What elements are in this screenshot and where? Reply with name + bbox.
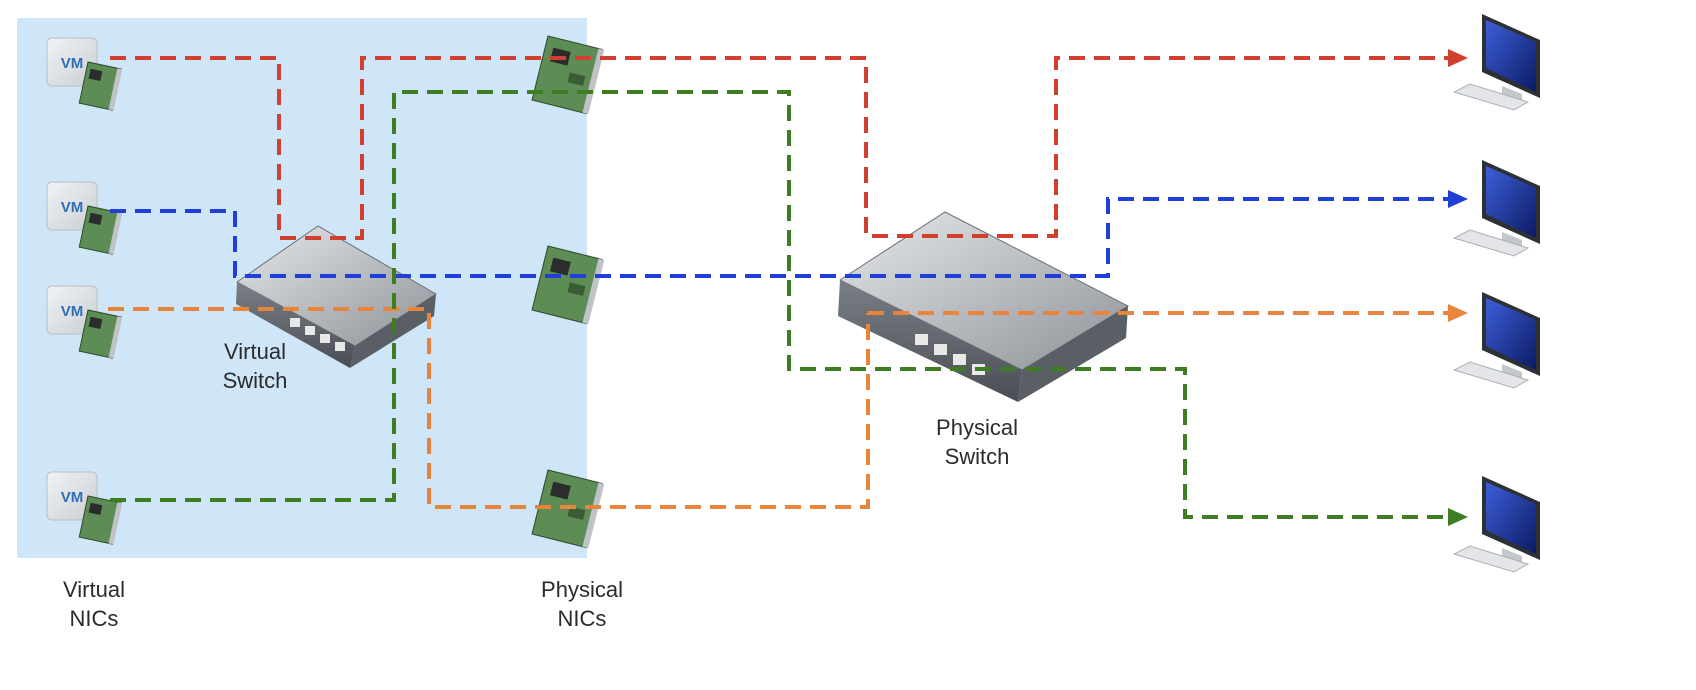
vm-label: VM	[61, 55, 84, 72]
flow-blue	[110, 197, 1450, 278]
desktop-computer-icon	[1452, 476, 1540, 573]
computer-1	[1452, 14, 1540, 111]
vm-label: VM	[61, 199, 84, 216]
flow-green	[110, 90, 1450, 519]
vm-icon	[46, 285, 98, 335]
vm-icon	[46, 37, 98, 87]
nic-card-icon	[78, 61, 123, 111]
vm-1: VM	[46, 37, 123, 111]
computer-3	[1452, 292, 1540, 389]
flow-orange-to-pnic	[108, 307, 870, 509]
vm-4: VM	[46, 471, 123, 545]
vm-icon	[46, 181, 98, 231]
arrow-head-red	[1448, 49, 1468, 67]
vm-icon	[46, 471, 98, 521]
desktop-computer-icon	[1452, 292, 1540, 389]
vm-3: VM	[46, 285, 123, 359]
physical-switch-label: Physical Switch	[936, 415, 1018, 469]
desktop-computer-icon	[1452, 14, 1540, 111]
nic-card-icon	[78, 309, 123, 359]
flow-red	[110, 56, 1450, 240]
vm-2: VM	[46, 181, 123, 255]
virtual-switch-label: Virtual Switch	[222, 339, 288, 393]
arrow-head-blue	[1448, 190, 1468, 208]
nic-card-icon	[78, 495, 123, 545]
vm-label: VM	[61, 489, 84, 506]
computer-2	[1452, 160, 1540, 257]
arrow-head-green	[1448, 508, 1468, 526]
vm-label: VM	[61, 303, 84, 320]
physical-nics-label: Physical NICs	[541, 577, 623, 631]
virtual-nics-label: Virtual NICs	[63, 577, 125, 631]
network-switch-icon	[838, 211, 1130, 402]
nic-card-icon	[78, 205, 123, 255]
arrow-head-orange	[1448, 304, 1468, 322]
computer-4	[1452, 476, 1540, 573]
desktop-computer-icon	[1452, 160, 1540, 257]
physical-switch	[838, 211, 1130, 402]
